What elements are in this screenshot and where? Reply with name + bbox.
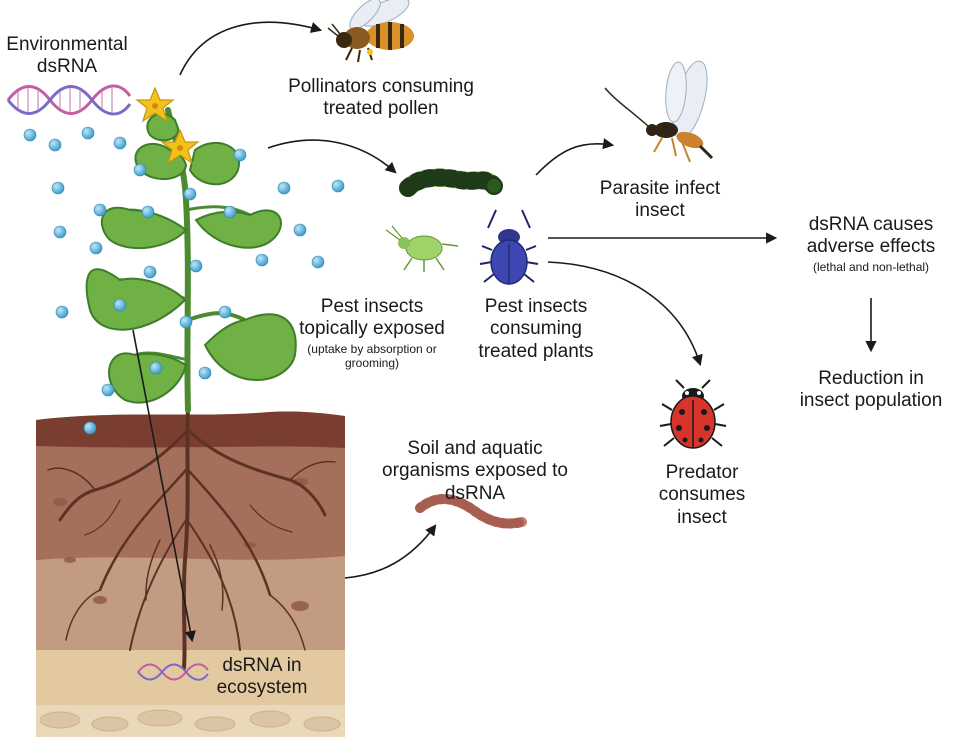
- label-predator: Predator consumes insect: [658, 462, 746, 528]
- dsrna-soil-helix-icon: [137, 663, 209, 681]
- bee-icon: [327, 0, 414, 63]
- label-topical-note: (uptake by absorption or grooming): [307, 342, 437, 371]
- aphid-icon: [385, 225, 459, 272]
- beetle-icon: [479, 209, 539, 285]
- label-consuming: Pest insects consuming treated plants: [478, 296, 594, 362]
- arrow-soil-to-organisms: [344, 524, 437, 579]
- caterpillar-icon: [399, 168, 503, 197]
- arrow-dsrna-to-pollinators: [179, 21, 323, 76]
- arrow-plant-to-pests: [267, 139, 397, 174]
- label-pollinators: Pollinators consuming treated pollen: [288, 76, 474, 120]
- arrow-pests-to-predator: [547, 261, 703, 367]
- earthworm-icon: [415, 494, 527, 529]
- plant-icon: [85, 86, 297, 413]
- label-environmental-dsrna: Environmental dsRNA: [6, 34, 128, 78]
- soil-section: [36, 411, 345, 737]
- label-adverse-effects: dsRNA causes adverse effects: [806, 214, 936, 258]
- arrow-plant-to-ecosystem: [132, 329, 196, 643]
- label-ecosystem: dsRNA in ecosystem: [216, 655, 308, 699]
- dsrna-helix-icon: [6, 84, 132, 116]
- label-topical: Pest insects topically exposed: [299, 296, 445, 340]
- arrow-pests-to-parasite: [535, 138, 615, 176]
- dsrna-droplets: [23, 126, 345, 435]
- plant-roots: [47, 406, 336, 670]
- flow-arrows: [132, 21, 877, 643]
- label-soil-aquatic: Soil and aquatic organisms exposed to ds…: [382, 438, 568, 504]
- ladybug-icon: [659, 379, 727, 449]
- label-reduction: Reduction in insect population: [799, 368, 943, 412]
- label-adverse-effects-note: (lethal and non-lethal): [812, 260, 930, 274]
- label-parasite: Parasite infect insect: [599, 178, 721, 222]
- wasp-icon: [604, 60, 714, 163]
